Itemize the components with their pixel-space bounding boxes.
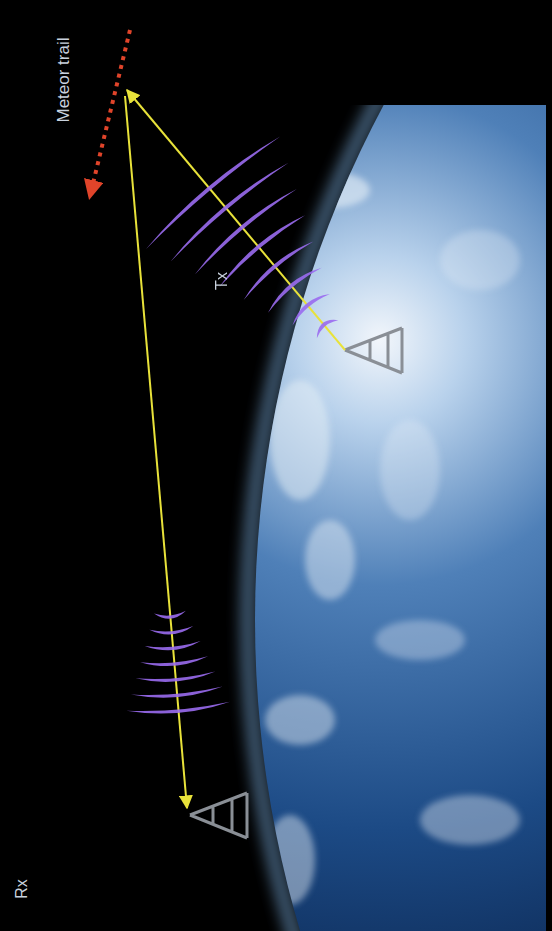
wave-front: [170, 163, 288, 262]
radio-waves: [126, 136, 338, 713]
wave-front: [195, 189, 297, 274]
earth: [248, 105, 546, 931]
tx-antenna: [345, 328, 402, 373]
receiver-label: Rx: [14, 879, 30, 899]
wave-front: [140, 656, 208, 666]
transmitter-label: Tx: [214, 272, 230, 290]
wave-front: [131, 687, 223, 698]
wave-front: [268, 268, 322, 313]
wave-front: [154, 611, 186, 619]
atmosphere-glow: [248, 105, 546, 931]
reflected-ray: [125, 96, 187, 808]
rx-antenna: [190, 793, 247, 838]
wave-front: [126, 702, 230, 714]
clouds: [265, 172, 520, 905]
meteor-trail: [90, 30, 130, 196]
wave-front: [292, 294, 330, 325]
wave-front: [146, 136, 280, 248]
meteor-trail-label: Meteor trail: [55, 37, 72, 122]
wave-front: [219, 215, 305, 287]
wave-front: [145, 641, 201, 650]
wave-front: [149, 626, 193, 635]
incident-ray: [127, 90, 345, 350]
earth-disc: [255, 105, 546, 931]
wave-front: [317, 320, 338, 338]
wave-front: [136, 671, 216, 682]
